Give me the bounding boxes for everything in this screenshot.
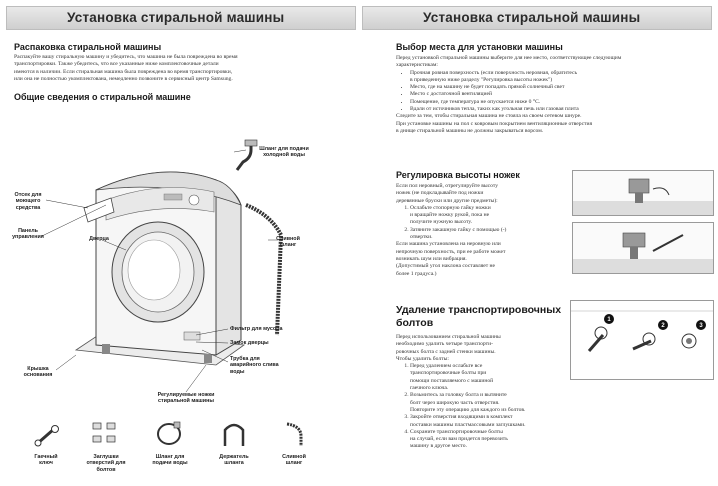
page-title: Установка стиральной машины bbox=[423, 10, 641, 25]
text-line: Чтобы удалить болты: bbox=[396, 355, 449, 362]
leg-photo-1 bbox=[572, 170, 714, 216]
callout-door-lock: Замок дверцы bbox=[230, 340, 269, 346]
leg-photo-2 bbox=[572, 222, 714, 274]
text-line: непрочную поверхность, при ее работе мож… bbox=[396, 248, 506, 255]
callout-detergent: Отсек для моющего средства bbox=[14, 192, 42, 211]
callout-emergency-drain: Трубка для аварийного слива воды bbox=[230, 356, 279, 375]
right-page: Установка стиральной машины Выбор места … bbox=[362, 0, 714, 486]
text-line: (Допустимый угол наклона составляет не bbox=[396, 263, 496, 270]
list-item: Место с достаточной вентиляцией bbox=[410, 91, 710, 98]
washing-machine-illustration bbox=[74, 171, 246, 366]
text-line: Перед установкой стиральной машины выбер… bbox=[396, 55, 622, 61]
text-line: При установке машины на пол с ковровым п… bbox=[396, 120, 593, 127]
accessory-label: Держатель шланга bbox=[219, 454, 249, 467]
accessory-label: Заглушки отверстий для болтов bbox=[86, 454, 126, 473]
text-line: Если машина установлена на неровную или bbox=[396, 241, 501, 248]
list-item: Перед удалением ослабьте всетранспортиро… bbox=[410, 363, 596, 392]
callout-door: Дверца bbox=[89, 236, 109, 242]
left-page: Установка стиральной машины Распаковка с… bbox=[6, 0, 356, 486]
cold-water-hose bbox=[235, 139, 258, 171]
bolts-text: Перед использованием стиральной машины н… bbox=[396, 334, 596, 451]
accessory-label: Сливной шланг bbox=[282, 454, 306, 467]
text-line: ножек (не подкладывайте под ножки bbox=[396, 190, 484, 197]
bolts-illustration: 1 2 3 bbox=[570, 300, 714, 380]
callout-drain-hose: Сливной шланг bbox=[276, 236, 300, 249]
spanner-icon bbox=[34, 425, 59, 447]
callout-leaders bbox=[41, 149, 278, 393]
page-title: Установка стиральной машины bbox=[67, 10, 285, 25]
page-header: Установка стиральной машины bbox=[6, 6, 356, 30]
callout-feet: Регулируемые ножки стиральной машины bbox=[157, 392, 215, 405]
caps-icon bbox=[92, 422, 116, 443]
text-line: Распакуйте вашу стиральную машину и убед… bbox=[14, 54, 238, 60]
text-line: транспортировки. Также убедитесь, что вс… bbox=[14, 61, 219, 68]
accessory-label: Шланг для подачи воды bbox=[152, 454, 188, 467]
unpack-title: Распаковка стиральной машины bbox=[14, 42, 162, 52]
drain-hose-icon bbox=[286, 422, 303, 446]
unpack-text: Распакуйте вашу стиральную машину и убед… bbox=[14, 54, 349, 83]
location-text: Перед установкой стиральной машины выбер… bbox=[396, 55, 710, 135]
list-item: Возьмитесь за головку болта и вытянитебо… bbox=[410, 392, 596, 414]
svg-text:1: 1 bbox=[607, 317, 611, 323]
location-title: Выбор места для установки машины bbox=[396, 42, 563, 52]
list-item: Вдали от источников тепла, таких как уго… bbox=[410, 106, 710, 113]
text-line: характеристикам: bbox=[396, 62, 438, 69]
legs-title: Регулировка высоты ножек bbox=[396, 170, 520, 180]
hose-holder-icon bbox=[223, 423, 245, 446]
drain-hose bbox=[245, 203, 284, 336]
text-line: или она не полностью укомплектована, нем… bbox=[14, 75, 233, 82]
svg-text:2: 2 bbox=[661, 323, 665, 329]
text-line: необходимо удалить четыре транспорти- bbox=[396, 341, 493, 348]
legs-text: Если пол неровный, отрегулируйте высоту … bbox=[396, 183, 564, 278]
page-header: Установка стиральной машины bbox=[362, 6, 712, 30]
list-item: Закройте отверстия входящими в комплектп… bbox=[410, 414, 596, 429]
text-line: деревянные бруски или другие предметы): bbox=[396, 197, 498, 204]
callout-lint-filter: Фильтр для мусора bbox=[230, 326, 283, 332]
text-line: возникать шум или вибрация. bbox=[396, 255, 467, 262]
overview-title: Общие сведения о стиральной машине bbox=[14, 92, 191, 102]
list-item: Помещение, где температура не опускается… bbox=[410, 99, 710, 106]
list-item: Место, где на машину не будет попадать п… bbox=[410, 84, 710, 91]
text-line: Если пол неровный, отрегулируйте высоту bbox=[396, 183, 499, 189]
accessory-label: Гаечный ключ bbox=[34, 454, 58, 467]
callout-control-panel: Панель управления bbox=[12, 228, 44, 241]
list-item: Затяните закашную гайку с помощью (-)отв… bbox=[410, 227, 564, 242]
bolts-title: Удаление транспортировочных болтов bbox=[396, 304, 562, 329]
text-line: Перед использованием стиральной машины bbox=[396, 334, 501, 340]
text-line: в днище стиральной машины не должны закр… bbox=[396, 127, 544, 134]
text-line: имеются в наличии. Если стиральная машин… bbox=[14, 68, 233, 75]
text-line: более 1 градуса.) bbox=[396, 270, 437, 277]
cold-hose-icon bbox=[157, 421, 181, 445]
svg-text:3: 3 bbox=[699, 323, 703, 329]
callout-cold-hose: Шланг для подачи холодной воды bbox=[259, 146, 309, 159]
text-line: Следите за тем, чтобы стиральная машина … bbox=[396, 113, 582, 120]
list-item: Прочная ровная поверхность (если поверхн… bbox=[410, 70, 710, 85]
text-line: ровочных болта с задней стенки машины. bbox=[396, 348, 496, 355]
callout-base-cover: Крышка основания bbox=[23, 366, 53, 379]
